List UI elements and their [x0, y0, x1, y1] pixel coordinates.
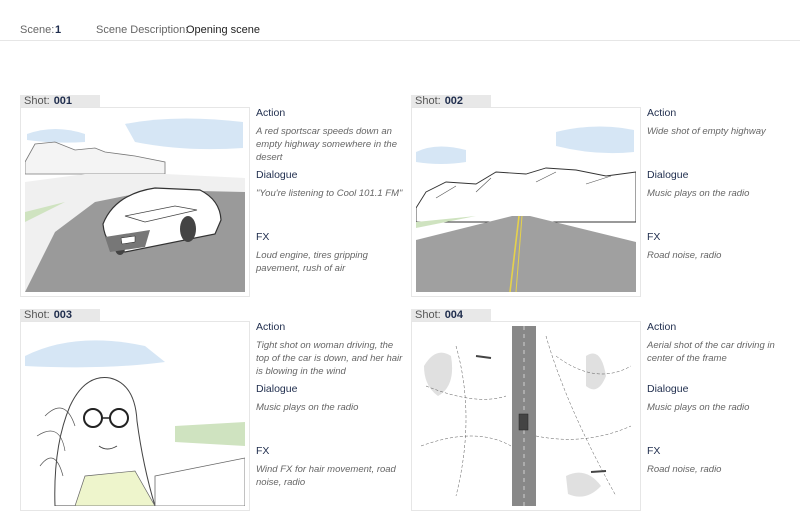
action-text: Aerial shot of the car driving in center…: [647, 340, 775, 364]
scene-header: Scene: 1 Scene Description: Opening scen…: [0, 0, 800, 41]
shot-tab: Shot:003: [20, 309, 100, 321]
action-text: Wide shot of empty highway: [647, 126, 766, 137]
shot-number: 001: [53, 95, 73, 107]
shot-panel-002[interactable]: Shot:002 Action Wide shot of empty highw…: [411, 95, 800, 297]
fx-text: Road noise, radio: [647, 250, 722, 261]
shot-number: 002: [444, 95, 464, 107]
dialogue-text: Music plays on the radio: [647, 402, 750, 413]
woman-driving-sketch: [25, 340, 245, 506]
shot-sketch-frame[interactable]: [20, 107, 250, 297]
shot-panel-001[interactable]: Shot:001 Action A red sportscar speeds d…: [20, 95, 410, 297]
dialogue-title: Dialogue: [647, 169, 689, 181]
shot-label: Shot:: [415, 95, 441, 107]
scene-description: Opening scene: [186, 24, 260, 36]
shot-tab: Shot:002: [411, 95, 491, 107]
shot-panel-003[interactable]: Shot:003 Action Tight shot on woman driv…: [20, 309, 410, 511]
dialogue-text: "You're listening to Cool 101.1 FM": [256, 188, 403, 199]
dialogue-text: Music plays on the radio: [647, 188, 750, 199]
action-text: A red sportscar speeds down an empty hig…: [256, 126, 397, 163]
shot-sketch-frame[interactable]: [411, 321, 641, 511]
shot-tab: Shot:004: [411, 309, 491, 321]
fx-title: FX: [647, 231, 661, 243]
fx-text: Wind FX for hair movement, road noise, r…: [256, 464, 396, 488]
shot-tab: Shot:001: [20, 95, 100, 107]
dialogue-text: Music plays on the radio: [256, 402, 359, 413]
scene-description-label: Scene Description:: [96, 24, 189, 36]
action-text: Tight shot on woman driving, the top of …: [256, 340, 403, 377]
fx-text: Road noise, radio: [647, 464, 722, 475]
action-title: Action: [256, 107, 286, 119]
scene-label: Scene:: [20, 24, 55, 36]
sportscar-sketch: [25, 118, 245, 292]
action-title: Action: [256, 321, 286, 333]
aerial-road-sketch: [420, 326, 632, 506]
fx-title: FX: [256, 445, 270, 457]
action-title: Action: [647, 107, 677, 119]
dialogue-title: Dialogue: [647, 383, 689, 395]
shot-number: 003: [53, 309, 73, 321]
scene-number: 1: [55, 24, 62, 36]
shot-panel-004[interactable]: Shot:004 Action Aerial shot of the car d…: [411, 309, 800, 511]
shot-number: 004: [444, 309, 464, 321]
shot-sketch-frame[interactable]: [20, 321, 250, 511]
dialogue-title: Dialogue: [256, 383, 298, 395]
shot-sketch-frame[interactable]: [411, 107, 641, 297]
fx-title: FX: [647, 445, 661, 457]
dialogue-title: Dialogue: [256, 169, 298, 181]
shot-label: Shot:: [24, 95, 50, 107]
shot-label: Shot:: [415, 309, 441, 321]
fx-text: Loud engine, tires gripping pavement, ru…: [256, 250, 368, 274]
action-title: Action: [647, 321, 677, 333]
shot-label: Shot:: [24, 309, 50, 321]
highway-sketch: [416, 126, 636, 292]
fx-title: FX: [256, 231, 270, 243]
